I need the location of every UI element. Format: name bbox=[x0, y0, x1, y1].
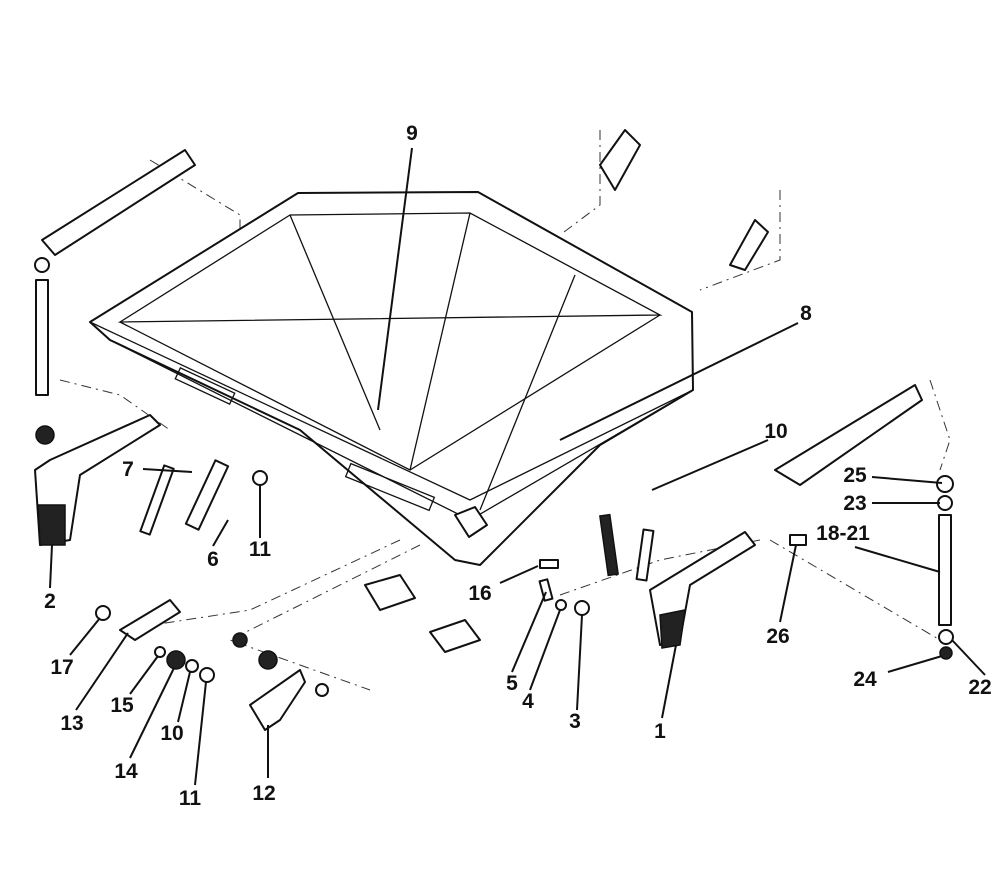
callout-3: 3 bbox=[569, 710, 581, 733]
callout-9: 9 bbox=[406, 122, 418, 145]
callout-8: 8 bbox=[800, 302, 812, 325]
callout-22: 22 bbox=[968, 676, 991, 699]
callout-18-21: 18-21 bbox=[816, 522, 870, 545]
right-parts bbox=[599, 129, 954, 660]
left-parts bbox=[34, 149, 329, 731]
callout-14: 14 bbox=[114, 760, 138, 783]
callout-2: 2 bbox=[44, 590, 56, 613]
callout-12: 12 bbox=[252, 782, 275, 805]
callout-11-lower: 11 bbox=[179, 787, 202, 810]
callout-16: 16 bbox=[468, 582, 491, 605]
callout-1: 1 bbox=[654, 720, 666, 743]
callout-17: 17 bbox=[50, 656, 73, 679]
callout-25: 25 bbox=[843, 464, 867, 487]
callout-5: 5 bbox=[506, 672, 518, 695]
callout-23: 23 bbox=[843, 492, 866, 515]
callout-24: 24 bbox=[853, 668, 877, 691]
callout-13: 13 bbox=[60, 712, 83, 735]
callout-26: 26 bbox=[766, 625, 789, 648]
callout-6: 6 bbox=[207, 548, 219, 571]
callout-10: 10 bbox=[764, 420, 787, 443]
callout-7: 7 bbox=[122, 458, 134, 481]
callout-15: 15 bbox=[110, 694, 134, 717]
leader-lines bbox=[49, 147, 986, 786]
callout-11: 11 bbox=[249, 538, 272, 561]
callout-4: 4 bbox=[522, 690, 534, 713]
callout-labels: 9 8 10 25 23 18-21 7 6 11 2 16 26 24 22 … bbox=[44, 122, 992, 810]
hopper-body bbox=[89, 191, 694, 566]
callout-10-lower: 10 bbox=[160, 722, 183, 745]
